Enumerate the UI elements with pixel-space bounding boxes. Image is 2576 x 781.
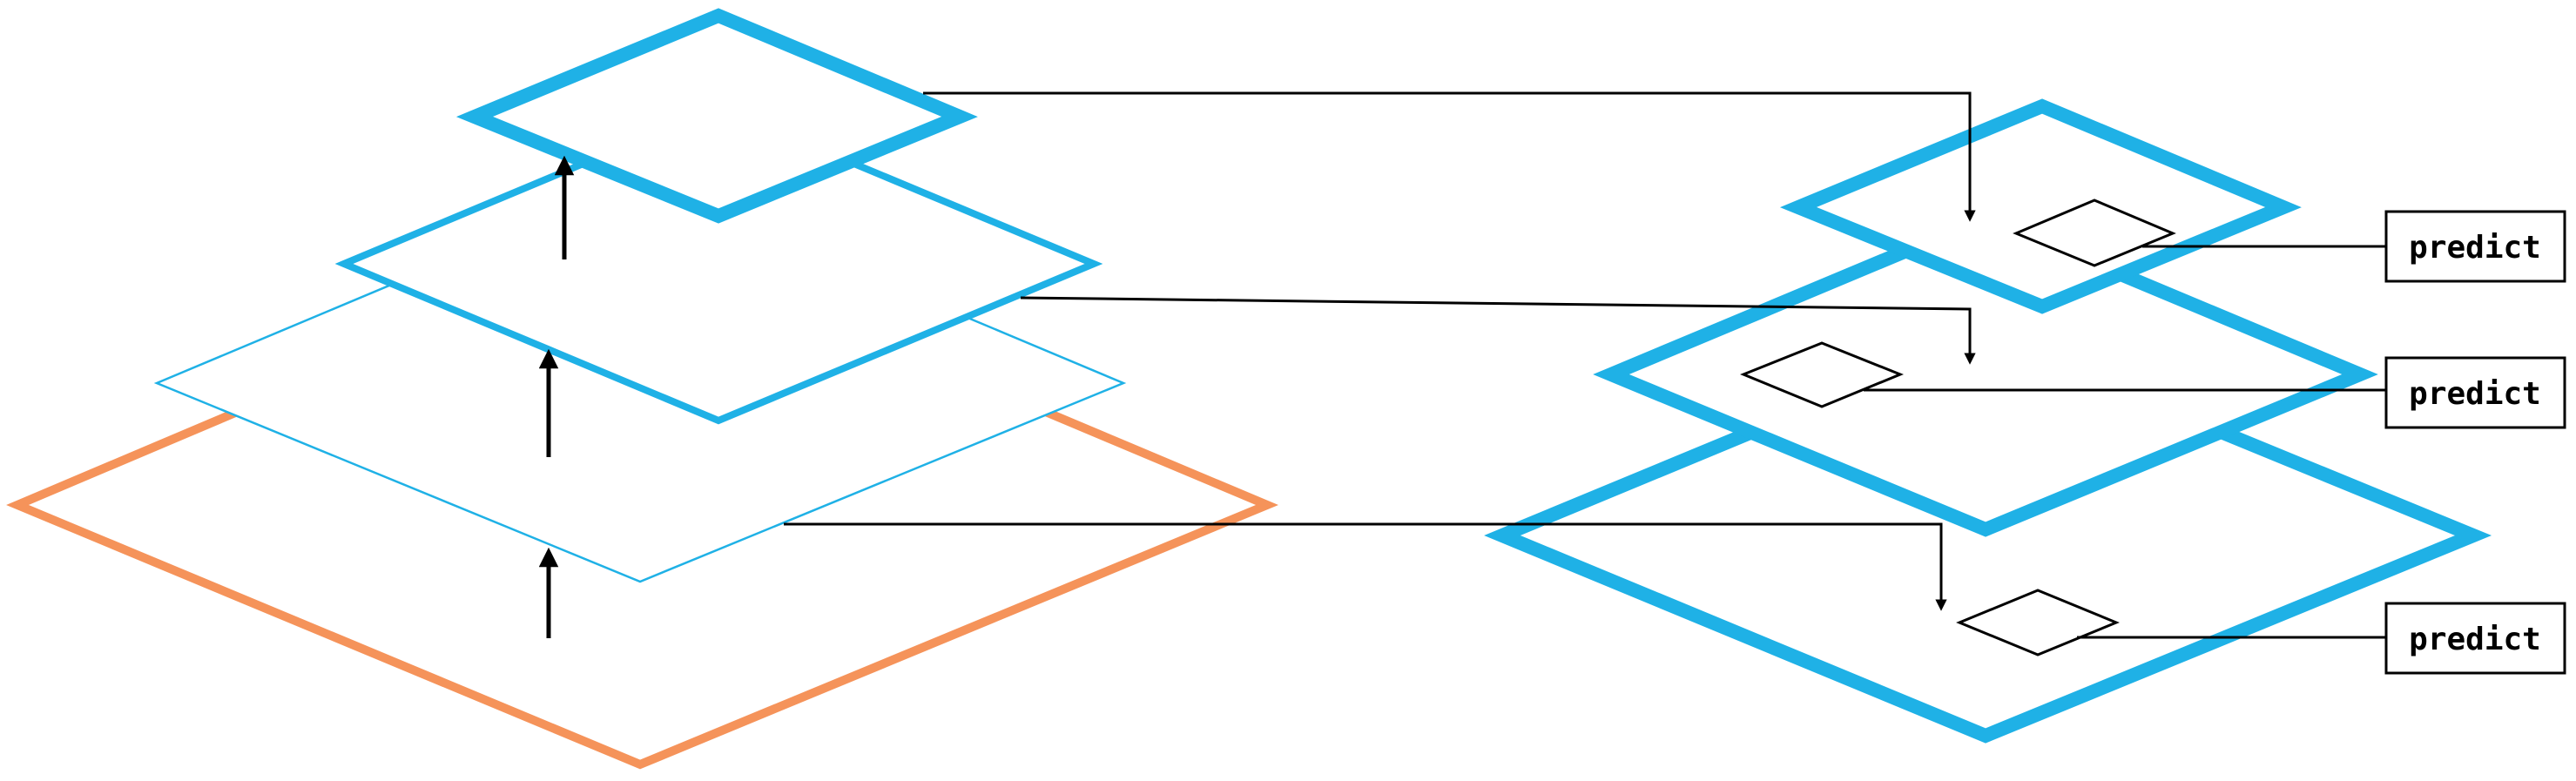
pyramid-level-2 bbox=[1593, 210, 2378, 537]
pyramid-level-1 bbox=[1779, 98, 2302, 314]
prediction-heads: predict predict predict bbox=[1864, 210, 2566, 675]
lateral-connection-top bbox=[923, 91, 1976, 222]
anchor-level-1 bbox=[2013, 199, 2176, 267]
anchor-level-2 bbox=[1740, 341, 1904, 408]
predict-label-top: predict bbox=[2409, 230, 2541, 266]
lateral-connection-bottom bbox=[784, 522, 1947, 611]
bottom-up-pathway bbox=[6, 8, 1278, 770]
predict-box-top: predict bbox=[2384, 210, 2566, 283]
predict-box-middle: predict bbox=[2384, 356, 2566, 429]
predict-box-bottom: predict bbox=[2384, 602, 2566, 675]
backbone-layer-3 bbox=[455, 8, 978, 224]
predict-label-middle: predict bbox=[2409, 376, 2541, 412]
lateral-connections bbox=[784, 91, 1976, 611]
lateral-connection-middle bbox=[1020, 296, 1976, 365]
top-down-pathway bbox=[1484, 98, 2492, 744]
predict-label-bottom: predict bbox=[2409, 622, 2541, 657]
